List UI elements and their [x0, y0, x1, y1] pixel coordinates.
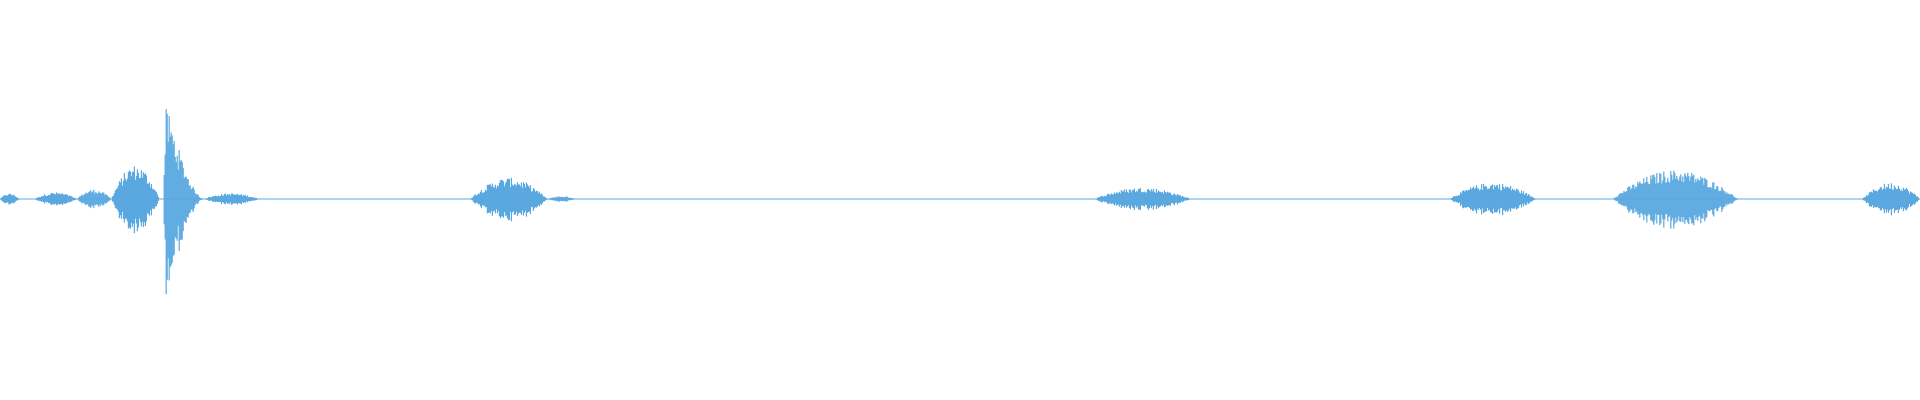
- waveform-burst: [204, 193, 259, 205]
- waveform-burst: [1613, 170, 1738, 229]
- waveform-burst: [77, 189, 112, 209]
- waveform-burst: [1094, 188, 1190, 211]
- waveform-burst: [163, 109, 202, 295]
- waveform-burst: [0, 193, 19, 205]
- waveform-burst: [1449, 183, 1536, 215]
- waveform-burst: [34, 192, 77, 206]
- waveform-bars: [0, 109, 1920, 295]
- waveform-burst: [111, 166, 159, 234]
- waveform-burst: [470, 177, 548, 222]
- waveform-burst: [1862, 183, 1920, 216]
- waveform-burst: [548, 196, 575, 202]
